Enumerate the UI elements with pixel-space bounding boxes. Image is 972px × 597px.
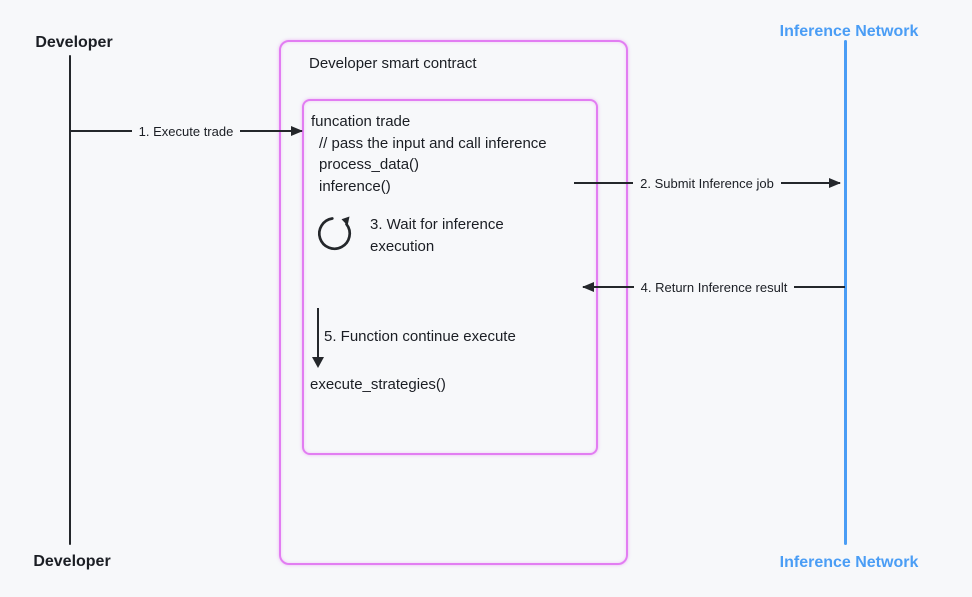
code-block: funcation trade // pass the input and ca… (311, 111, 547, 197)
function-continue-note: 5. Function continue execute (324, 328, 516, 345)
arrowhead-left-icon (582, 282, 594, 292)
actor-label-inference-network-bottom: Inference Network (779, 554, 919, 571)
message-arrow-return-inference-result: 4. Return Inference result (582, 279, 845, 295)
inference-network-lifeline (844, 40, 847, 545)
code-line: // pass the input and call inference (319, 134, 547, 152)
actor-label-inference-network-top: Inference Network (779, 23, 919, 40)
arrowhead-right-icon (829, 178, 841, 188)
actor-label-developer-top: Developer (35, 34, 113, 51)
wait-for-inference-note: 3. Wait for inference execution (370, 216, 504, 255)
message-label-execute-trade: 1. Execute trade (131, 123, 241, 139)
actor-label-developer-bottom: Developer (33, 553, 111, 570)
trade-function-box: funcation trade // pass the input and ca… (302, 99, 598, 455)
message-label-return-inference-result: 4. Return Inference result (633, 279, 795, 295)
execute-strategies-call: execute_strategies() (310, 376, 446, 393)
code-line: process_data() (319, 156, 420, 173)
developer-lifeline (68, 55, 71, 545)
smart-contract-title: Developer smart contract (309, 55, 477, 72)
message-label-submit-inference-job: 2. Submit Inference job (633, 175, 781, 191)
arrowhead-right-icon (291, 126, 303, 136)
arrowhead-down-icon (311, 357, 324, 368)
smart-contract-box: Developer smart contract (279, 40, 628, 565)
code-line: funcation trade (311, 113, 411, 130)
loop-arrow-icon (317, 216, 352, 251)
continue-arrow-line (316, 308, 319, 358)
message-arrow-submit-inference-job: 2. Submit Inference job (574, 175, 841, 191)
message-arrow-execute-trade: 1. Execute trade (70, 123, 303, 139)
code-line: inference() (319, 177, 391, 195)
